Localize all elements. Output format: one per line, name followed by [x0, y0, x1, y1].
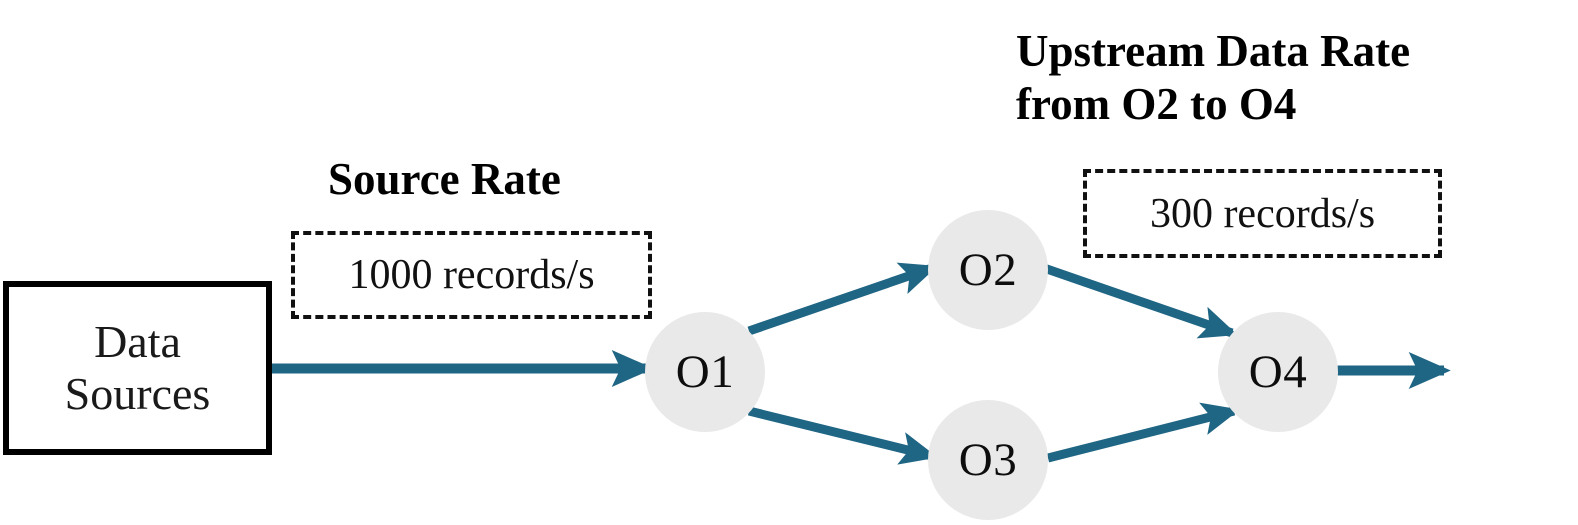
edge-o1-to-o3 — [747, 406, 938, 465]
node-o4[interactable]: O4 — [1218, 312, 1338, 432]
node-o1-label: O1 — [675, 346, 735, 398]
data-sources-label-line2: Sources — [64, 368, 211, 419]
node-o2[interactable]: O2 — [928, 210, 1048, 330]
edge-o3-to-o4 — [1046, 402, 1240, 463]
node-o2-label: O2 — [958, 244, 1018, 296]
source-rate-value: 1000 records/s — [348, 252, 595, 298]
upstream-rate-caption: Upstream Data Rate from O2 to O4 — [1016, 26, 1411, 129]
data-sources-label-line1: Data — [94, 316, 181, 368]
upstream-rate-value: 300 records/s — [1149, 190, 1376, 237]
node-o3-label: O3 — [958, 434, 1018, 486]
upstream-rate-value-box: 300 records/s — [1083, 169, 1442, 258]
source-rate-value-box: 1000 records/s — [291, 231, 652, 319]
edge-o2-to-o4 — [1042, 263, 1238, 339]
data-sources-box: Data Sources — [3, 281, 272, 455]
node-o4-label: O4 — [1248, 346, 1308, 398]
node-o3[interactable]: O3 — [928, 400, 1048, 520]
source-rate-caption: Source Rate — [328, 154, 561, 204]
edge-o1-to-o2 — [747, 262, 938, 336]
node-o1[interactable]: O1 — [645, 312, 765, 432]
